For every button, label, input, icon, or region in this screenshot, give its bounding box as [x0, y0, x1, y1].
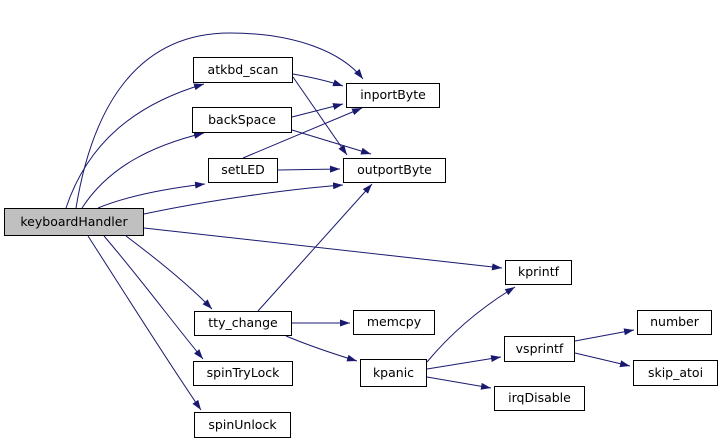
- edge-kpanic-to-vsprintf: [426, 355, 502, 370]
- node-spinTryLock[interactable]: spinTryLock: [193, 361, 293, 386]
- node-backSpace[interactable]: backSpace: [192, 107, 292, 133]
- node-number[interactable]: number: [637, 310, 712, 335]
- edge-backSpace-to-inportByte: [291, 103, 344, 118]
- edge-setLED-to-inportByte: [242, 107, 363, 159]
- node-keyboardHandler: keyboardHandler: [4, 208, 144, 236]
- node-atkbd_scan[interactable]: atkbd_scan: [193, 57, 293, 83]
- edge-keyboardHandler-to-kprintf: [143, 227, 503, 271]
- edge-tty_change-to-outportByte: [257, 183, 373, 312]
- edge-keyboardHandler-to-spinTryLock: [103, 235, 204, 360]
- edge-backSpace-to-outportByte: [291, 129, 372, 155]
- node-skip_atoi[interactable]: skip_atoi: [633, 360, 718, 386]
- node-vsprintf[interactable]: vsprintf: [504, 336, 575, 362]
- edge-group: [65, 32, 635, 411]
- edge-atkbd_scan-to-inportByte: [292, 73, 344, 87]
- node-irqDisable[interactable]: irqDisable: [494, 386, 585, 411]
- node-memcpy[interactable]: memcpy: [353, 310, 435, 335]
- edge-setLED-to-outportByte: [277, 165, 341, 173]
- node-inportByte[interactable]: inportByte: [346, 83, 440, 108]
- edge-keyboardHandler-to-setLED: [97, 181, 206, 209]
- edge-vsprintf-to-number: [574, 328, 635, 342]
- edge-keyboardHandler-to-tty_change: [125, 235, 213, 310]
- node-spinUnlock[interactable]: spinUnlock: [194, 412, 291, 438]
- edge-kpanic-to-irqDisable: [426, 376, 492, 390]
- edge-kpanic-to-kprintf: [426, 286, 516, 363]
- edge-atkbd_scan-to-outportByte: [292, 76, 348, 156]
- edge-keyboardHandler-to-inportByte: [75, 32, 364, 209]
- edge-keyboardHandler-to-backSpace: [81, 131, 205, 209]
- node-kpanic[interactable]: kpanic: [360, 359, 427, 387]
- edge-vsprintf-to-skip_atoi: [574, 352, 631, 368]
- edge-keyboardHandler-to-atkbd_scan: [65, 83, 205, 209]
- edge-keyboardHandler-to-spinUnlock: [87, 235, 202, 411]
- node-tty_change[interactable]: tty_change: [194, 311, 292, 336]
- node-outportByte[interactable]: outportByte: [343, 158, 446, 183]
- node-setLED[interactable]: setLED: [208, 158, 278, 183]
- edge-keyboardHandler-to-outportByte: [143, 182, 344, 215]
- node-kprintf[interactable]: kprintf: [505, 260, 572, 285]
- edge-tty_change-to-kpanic: [285, 335, 358, 362]
